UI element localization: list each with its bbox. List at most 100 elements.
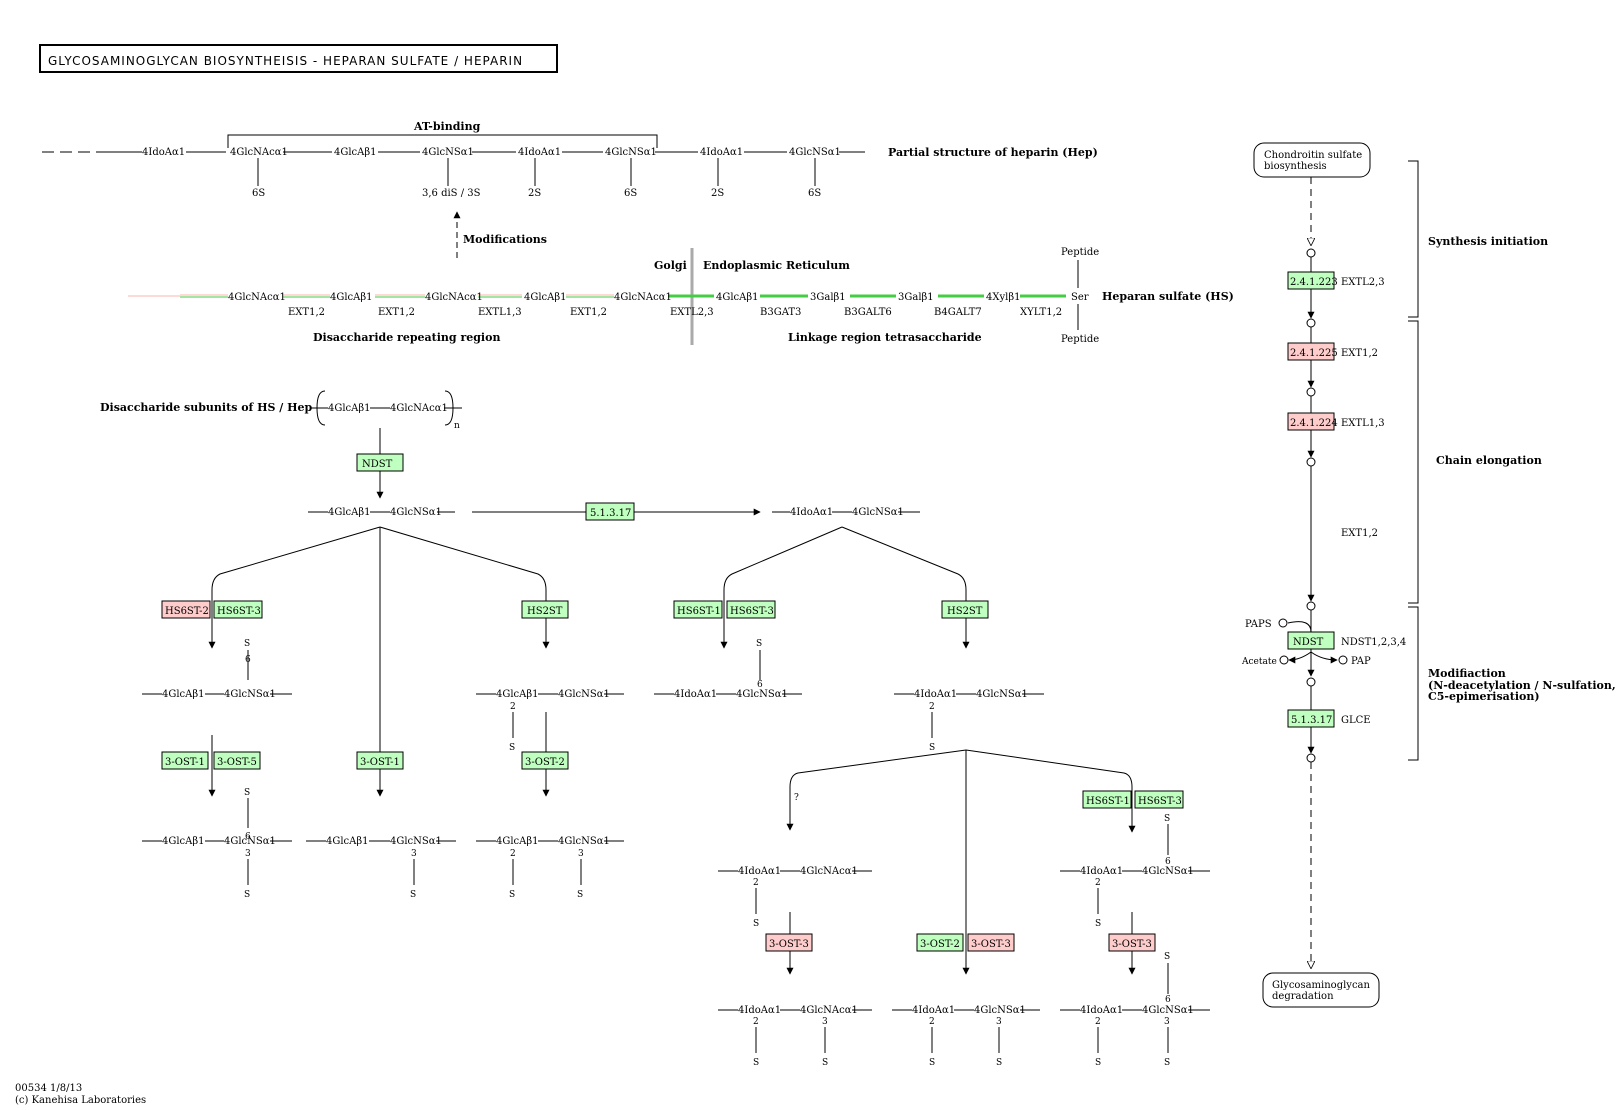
svg-text:HS6ST-1: HS6ST-1	[677, 606, 721, 617]
svg-text:3-OST-3: 3-OST-3	[769, 939, 809, 950]
svg-text:S: S	[996, 1058, 1002, 1068]
pap-node[interactable]	[1338, 655, 1348, 665]
enzyme-5-1-3-17[interactable]: 5.1.3.17	[1287, 709, 1335, 728]
footer-id: 00534 1/8/13	[15, 1083, 82, 1094]
compound-node[interactable]	[1306, 601, 1316, 611]
sugar-idoa2s-glcnac: 4IdoAα1 4GlcNAcα1 2 S	[718, 866, 872, 929]
gene-label: EXT1,2	[1341, 348, 1378, 359]
svg-text:S: S	[753, 919, 759, 929]
svg-text:HS6ST-3: HS6ST-3	[730, 606, 774, 617]
svg-text:6: 6	[1165, 995, 1171, 1005]
svg-text:2: 2	[753, 878, 759, 888]
degradation-node[interactable]: Glycosaminoglycan degradation	[1262, 972, 1380, 1008]
svg-text:S: S	[756, 639, 762, 649]
sugar-idoa2s-glcnac3s: 4IdoAα1 4GlcNAcα1 2 S 3 S	[718, 1005, 872, 1068]
region-label: Linkage region tetrasaccharide	[788, 331, 982, 344]
pathway-title-box: GLYCOSAMINOGLYCAN BIOSYNTHEISIS - HEPARA…	[39, 44, 558, 73]
svg-text:3-OST-2: 3-OST-2	[525, 757, 565, 768]
compound-node[interactable]	[1306, 753, 1316, 763]
enzyme-ndst[interactable]: NDST	[1287, 631, 1335, 650]
peptide-label: Peptide	[1061, 334, 1099, 345]
hs-unit: Ser	[1071, 292, 1089, 303]
sugar-glca-glcns3s6s: S 6 4GlcAβ1 4GlcNSα1 3 S	[142, 788, 292, 900]
phase-label: Modifiaction	[1428, 667, 1506, 680]
enzyme-hs6st-3[interactable]: HS6ST-3	[1134, 790, 1184, 809]
enzyme-3-ost-1[interactable]: 3-OST-1	[161, 751, 209, 770]
svg-text:S: S	[753, 1058, 759, 1068]
enzyme-hs6st-3[interactable]: HS6ST-3	[213, 600, 263, 619]
svg-text:4IdoAα1: 4IdoAα1	[674, 689, 717, 700]
enzyme-2-4-1-223[interactable]: 2.4.1.223	[1287, 271, 1338, 290]
svg-text:HS2ST: HS2ST	[947, 606, 983, 617]
acetate-node[interactable]	[1279, 655, 1289, 665]
svg-text:S: S	[410, 890, 416, 900]
svg-text:S: S	[509, 743, 515, 753]
sugar-idoa2s-glcns6s: S 6 4IdoAα1 4GlcNSα1 2 S	[1060, 814, 1210, 929]
hep-sub: 6S	[808, 188, 821, 199]
enzyme-2-4-1-225[interactable]: 2.4.1.225	[1287, 342, 1338, 361]
enzyme-3-ost-5[interactable]: 3-OST-5	[213, 751, 261, 770]
compound-node[interactable]	[1306, 318, 1316, 328]
enzyme-3-ost-3[interactable]: 3-OST-3	[967, 933, 1015, 952]
hep-sub: 6S	[624, 188, 637, 199]
enzyme-hs2st[interactable]: HS2ST	[941, 600, 989, 619]
hs-unit: 3Galβ1	[898, 292, 934, 303]
enzyme-ndst[interactable]: NDST	[356, 453, 404, 472]
enzyme-hs2st[interactable]: HS2ST	[521, 600, 569, 619]
enzyme-3-ost-3[interactable]: 3-OST-3	[1108, 933, 1156, 952]
svg-text:3-OST-3: 3-OST-3	[1112, 939, 1152, 950]
footer-copyright: (c) Kanehisa Laboratories	[15, 1095, 146, 1106]
enzyme-3-ost-2[interactable]: 3-OST-2	[916, 933, 964, 952]
compound-node[interactable]	[1306, 387, 1316, 397]
enzyme-3-ost-2[interactable]: 3-OST-2	[521, 751, 569, 770]
enzyme-5-1-3-17[interactable]: 5.1.3.17	[585, 502, 635, 521]
svg-text:2.4.1.224: 2.4.1.224	[1290, 418, 1338, 429]
svg-text:HS6ST-2: HS6ST-2	[165, 606, 209, 617]
compound-node[interactable]	[1306, 677, 1316, 687]
svg-text:3-OST-5: 3-OST-5	[217, 757, 257, 768]
enzyme-2-4-1-224[interactable]: 2.4.1.224	[1287, 412, 1338, 431]
paps-node[interactable]	[1278, 618, 1288, 628]
hep-unit: 4GlcAβ1	[334, 147, 377, 158]
compound-node[interactable]	[1306, 457, 1316, 467]
svg-text:S: S	[1164, 952, 1170, 962]
svg-text:4GlcNAcα1: 4GlcNAcα1	[800, 1005, 858, 1016]
compound-node[interactable]	[1306, 248, 1316, 258]
svg-text:2: 2	[1095, 878, 1101, 888]
svg-text:3-OST-2: 3-OST-2	[920, 939, 960, 950]
enzyme-3-ost-3[interactable]: 3-OST-3	[765, 933, 813, 952]
chondroitin-node[interactable]: Chondroitin sulfate biosynthesis	[1253, 142, 1371, 178]
enzyme-3-ost-1[interactable]: 3-OST-1	[356, 751, 404, 770]
svg-text:4GlcNSα1: 4GlcNSα1	[1142, 866, 1194, 877]
sugar-idoa2s-glcns3s6s: S 6 4IdoAα1 4GlcNSα1 2 S 3 S	[1060, 952, 1210, 1068]
enzyme-hs6st-1[interactable]: HS6ST-1	[673, 600, 723, 619]
enzyme-hs6st-1[interactable]: HS6ST-1	[1082, 790, 1132, 809]
svg-text:4IdoAα1: 4IdoAα1	[1080, 866, 1123, 877]
sugar-idoa-glcns: 4IdoAα1 4GlcNSα1	[772, 507, 920, 518]
hep-unit: 4GlcNSα1	[422, 147, 474, 158]
hs-unit: 4Xylβ1	[986, 292, 1020, 303]
hep-unit: 4GlcNSα1	[605, 147, 657, 158]
peptide-label: Peptide	[1061, 247, 1099, 258]
region-label: Disaccharide repeating region	[313, 331, 500, 344]
svg-text:2: 2	[753, 1017, 759, 1027]
enzyme-hs6st-3[interactable]: HS6ST-3	[726, 600, 776, 619]
gene-label: GLCE	[1341, 715, 1371, 726]
hs-enzyme: B3GAT3	[760, 307, 801, 318]
svg-text:4GlcNAcα1: 4GlcNAcα1	[800, 866, 858, 877]
sugar-glca-glcns6s: S 6 4GlcAβ1 4GlcNSα1	[142, 639, 292, 700]
svg-text:4IdoAα1: 4IdoAα1	[1080, 1005, 1123, 1016]
svg-text:NDST: NDST	[1293, 637, 1324, 648]
sugar-glca2s-glcns: 4GlcAβ1 4GlcNSα1 2 S	[476, 689, 624, 753]
svg-text:3-OST-1: 3-OST-1	[360, 757, 400, 768]
svg-text:2: 2	[510, 702, 516, 712]
enzyme-hs6st-2[interactable]: HS6ST-2	[161, 600, 211, 619]
svg-text:3: 3	[1164, 1017, 1170, 1027]
gene-label: EXTL1,3	[1341, 418, 1385, 429]
subunit-n: n	[454, 421, 460, 431]
svg-text:S: S	[1095, 1058, 1101, 1068]
hs-enzyme: EXT1,2	[570, 307, 607, 318]
svg-text:2.4.1.223: 2.4.1.223	[1290, 277, 1338, 288]
svg-text:3: 3	[245, 849, 251, 859]
svg-text:4GlcNSα1: 4GlcNSα1	[224, 689, 276, 700]
